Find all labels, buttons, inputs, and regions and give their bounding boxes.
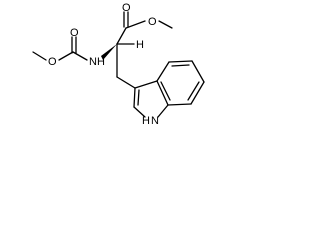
atom-n-indole: N [151,115,159,127]
bond-ester-c-o [125,20,146,29]
bond-c3a-c7a-inner [160,81,171,101]
bond-c4-c5-inner [171,64,190,67]
bond-c3a-c4 [156,61,170,82]
bond-c3-c3a [134,80,158,89]
atom-o-carbamate: O [48,56,57,68]
bond-ch2-c3 [116,76,136,89]
bond-c3a-c7a [156,80,169,106]
bond-c6-c7 [190,81,205,105]
bond-c6-c7-inner [187,81,200,101]
atom-h-amide: H [97,56,105,68]
bond-ester-o-methyl [158,20,173,29]
bond-carbamate-c-o [58,51,74,61]
bond-c5-c6 [191,60,205,83]
molecule-structure: O O N H H O O N H [32,2,205,127]
bond-n1-c7a [157,104,169,118]
atom-n-amide: N [89,56,97,68]
atom-o-ester: O [148,16,157,28]
atom-o-ester-carbonyl: O [122,2,131,14]
atom-h-indole: H [142,115,150,127]
bond-carbonyl-alpha [116,27,127,45]
bond-c7-c7a [167,103,192,106]
bond-carbamate-o-methyl [32,51,47,61]
bond-nh-carbamate-c [72,51,88,61]
bond-alpha-nh-wedge [101,44,117,60]
atom-o-carbamate-carbonyl: O [70,27,79,39]
bond-c3-c2-inner [137,89,140,106]
bond-c3-c2 [133,87,136,108]
bond-c2-n1 [133,106,146,118]
atom-h-alpha: H [136,39,144,51]
bond-c4-c5 [168,60,193,63]
